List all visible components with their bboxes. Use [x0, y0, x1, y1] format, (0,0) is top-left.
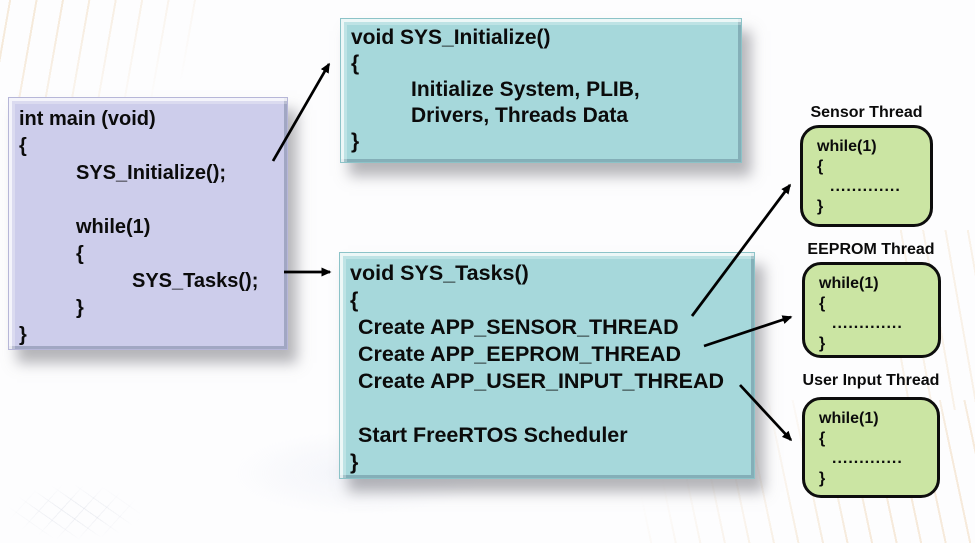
code-line-blank [19, 187, 287, 214]
user-input-thread-label: User Input Thread [802, 372, 940, 389]
background-texture-bottomleft [0, 420, 300, 543]
code-line: Start FreeRTOS Scheduler [358, 423, 628, 447]
code-line: } [350, 450, 359, 474]
code-line: int main (void) [19, 108, 156, 130]
code-line: Create APP_SENSOR_THREAD [358, 315, 679, 339]
code-line: } [351, 130, 360, 153]
code-line: while(1) [76, 216, 151, 238]
code-line: SYS_Initialize(); [76, 162, 227, 184]
code-line: ............. [832, 315, 903, 332]
code-line: SYS_Tasks(); [132, 270, 259, 292]
code-line: while(1) [819, 410, 879, 427]
code-line: { [819, 430, 826, 447]
code-line-blank [350, 395, 754, 422]
main-code-box: int main (void) { SYS_Initialize(); whil… [8, 97, 288, 350]
code-line: } [19, 324, 27, 346]
code-line: } [76, 297, 84, 319]
code-line: } [819, 470, 826, 487]
code-line: } [817, 198, 824, 215]
sys-tasks-box: void SYS_Tasks() { Create APP_SENSOR_THR… [339, 252, 755, 479]
code-line: } [819, 335, 826, 352]
code-line: { [351, 52, 360, 75]
eeprom-thread-box: while(1) { ............. } [802, 262, 941, 358]
sensor-thread-box: while(1) { ............. } [800, 125, 933, 227]
code-line: while(1) [819, 275, 879, 292]
code-line: { [819, 295, 826, 312]
code-line: void SYS_Initialize() [351, 26, 551, 49]
code-line: { [350, 288, 359, 312]
code-line: Initialize System, PLIB, [411, 78, 640, 101]
sys-initialize-box: void SYS_Initialize() { Initialize Syste… [340, 18, 742, 163]
code-line: Create APP_EEPROM_THREAD [358, 342, 681, 366]
code-line: void SYS_Tasks() [350, 261, 529, 285]
user-input-thread-box: while(1) { ............. } [802, 397, 940, 498]
code-line: Drivers, Threads Data [411, 104, 629, 127]
code-line: { [817, 158, 824, 175]
code-line: ............. [832, 450, 903, 467]
code-line: { [19, 135, 27, 157]
code-line: ............. [830, 178, 901, 195]
code-line: Create APP_USER_INPUT_THREAD [358, 369, 724, 393]
code-line: while(1) [817, 138, 877, 155]
eeprom-thread-label: EEPROM Thread [807, 241, 935, 258]
code-line: { [76, 243, 84, 265]
sensor-thread-label: Sensor Thread [810, 104, 923, 121]
